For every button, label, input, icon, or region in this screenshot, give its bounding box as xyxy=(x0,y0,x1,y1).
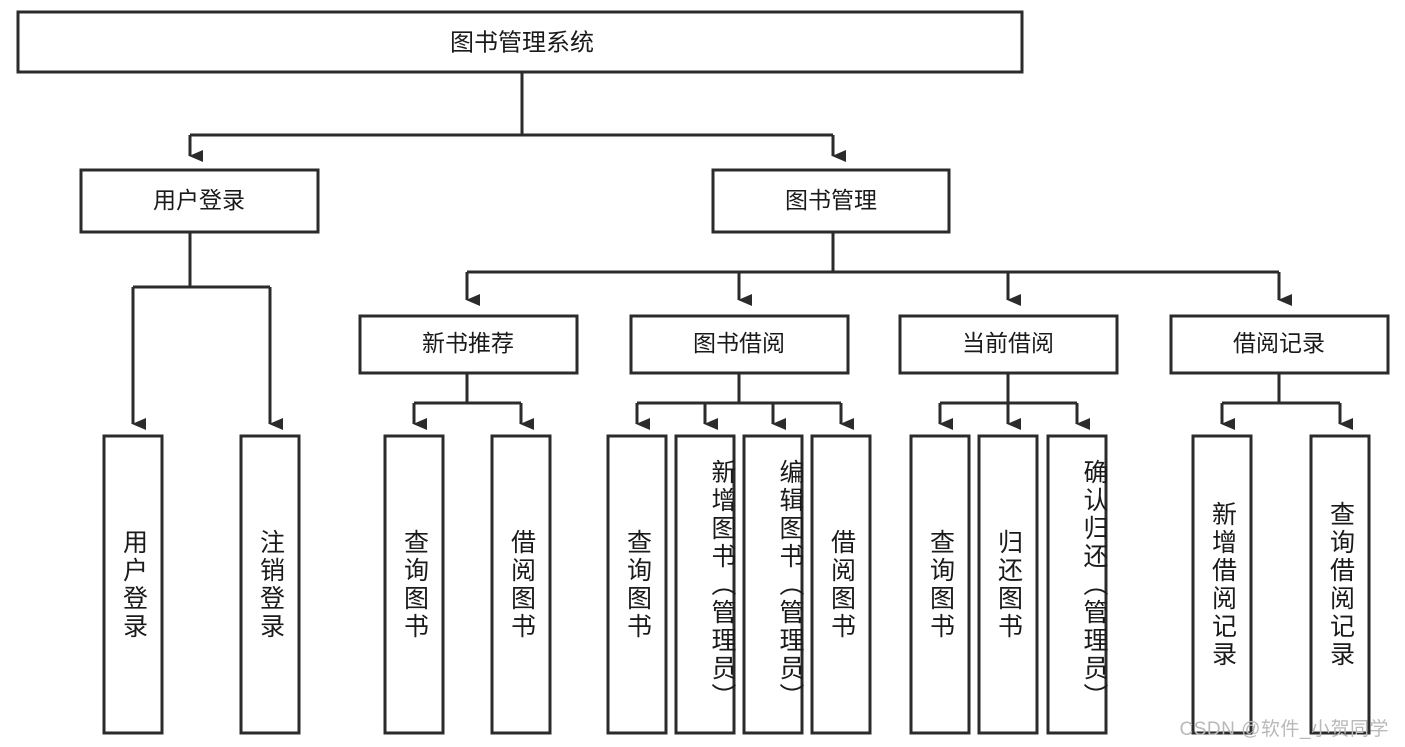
leaf-box-current-borrow-2[interactable] xyxy=(977,434,1039,735)
node-root-box[interactable] xyxy=(16,10,1024,74)
node-user-login-label: 用户登录 xyxy=(153,187,245,213)
node-current-borrow[interactable]: 当前借阅 xyxy=(898,314,1119,375)
node-book-manage-box[interactable] xyxy=(711,168,951,234)
node-book-manage-label: 图书管理 xyxy=(785,187,877,213)
leaf-box-book-borrow-1[interactable] xyxy=(606,434,668,735)
leaf-box-book-borrow-4[interactable] xyxy=(810,434,872,735)
node-new-book-recommend[interactable]: 新书推荐 xyxy=(358,314,579,375)
node-current-borrow-label: 当前借阅 xyxy=(962,330,1054,356)
node-current-borrow-box[interactable] xyxy=(898,314,1119,375)
leaf-box-user-login-1[interactable] xyxy=(102,434,164,735)
node-root-label: 图书管理系统 xyxy=(450,29,594,56)
node-borrow-record-box[interactable] xyxy=(1169,314,1390,375)
node-borrow-record-label: 借阅记录 xyxy=(1233,330,1325,356)
watermark-text: CSDN @软件_小贺同学 xyxy=(1179,719,1389,740)
node-book-borrow-label: 图书借阅 xyxy=(693,330,785,356)
leaf-box-borrow-record-2[interactable] xyxy=(1309,434,1371,735)
node-new-book-recommend-box[interactable] xyxy=(358,314,579,375)
leaf-box-current-borrow-1[interactable] xyxy=(909,434,971,735)
leaf-box-book-borrow-2[interactable] xyxy=(674,434,736,735)
node-book-borrow[interactable]: 图书借阅 xyxy=(629,314,850,375)
node-root[interactable]: 图书管理系统 xyxy=(16,10,1024,74)
node-user-login-box[interactable] xyxy=(79,168,320,234)
node-book-manage[interactable]: 图书管理 xyxy=(711,168,951,234)
leaf-box-current-borrow-3[interactable] xyxy=(1046,434,1108,735)
node-book-borrow-box[interactable] xyxy=(629,314,850,375)
node-user-login[interactable]: 用户登录 xyxy=(79,168,320,234)
leaf-box-new-book-2[interactable] xyxy=(490,434,552,735)
node-new-book-recommend-label: 新书推荐 xyxy=(422,330,514,356)
node-borrow-record[interactable]: 借阅记录 xyxy=(1169,314,1390,375)
leaf-box-book-borrow-3[interactable] xyxy=(742,434,804,735)
edge-layer xyxy=(131,72,1353,430)
leaf-box-borrow-record-1[interactable] xyxy=(1191,434,1253,735)
leaf-box-user-login-2[interactable] xyxy=(239,434,301,735)
leaf-box-new-book-1[interactable] xyxy=(383,434,445,735)
